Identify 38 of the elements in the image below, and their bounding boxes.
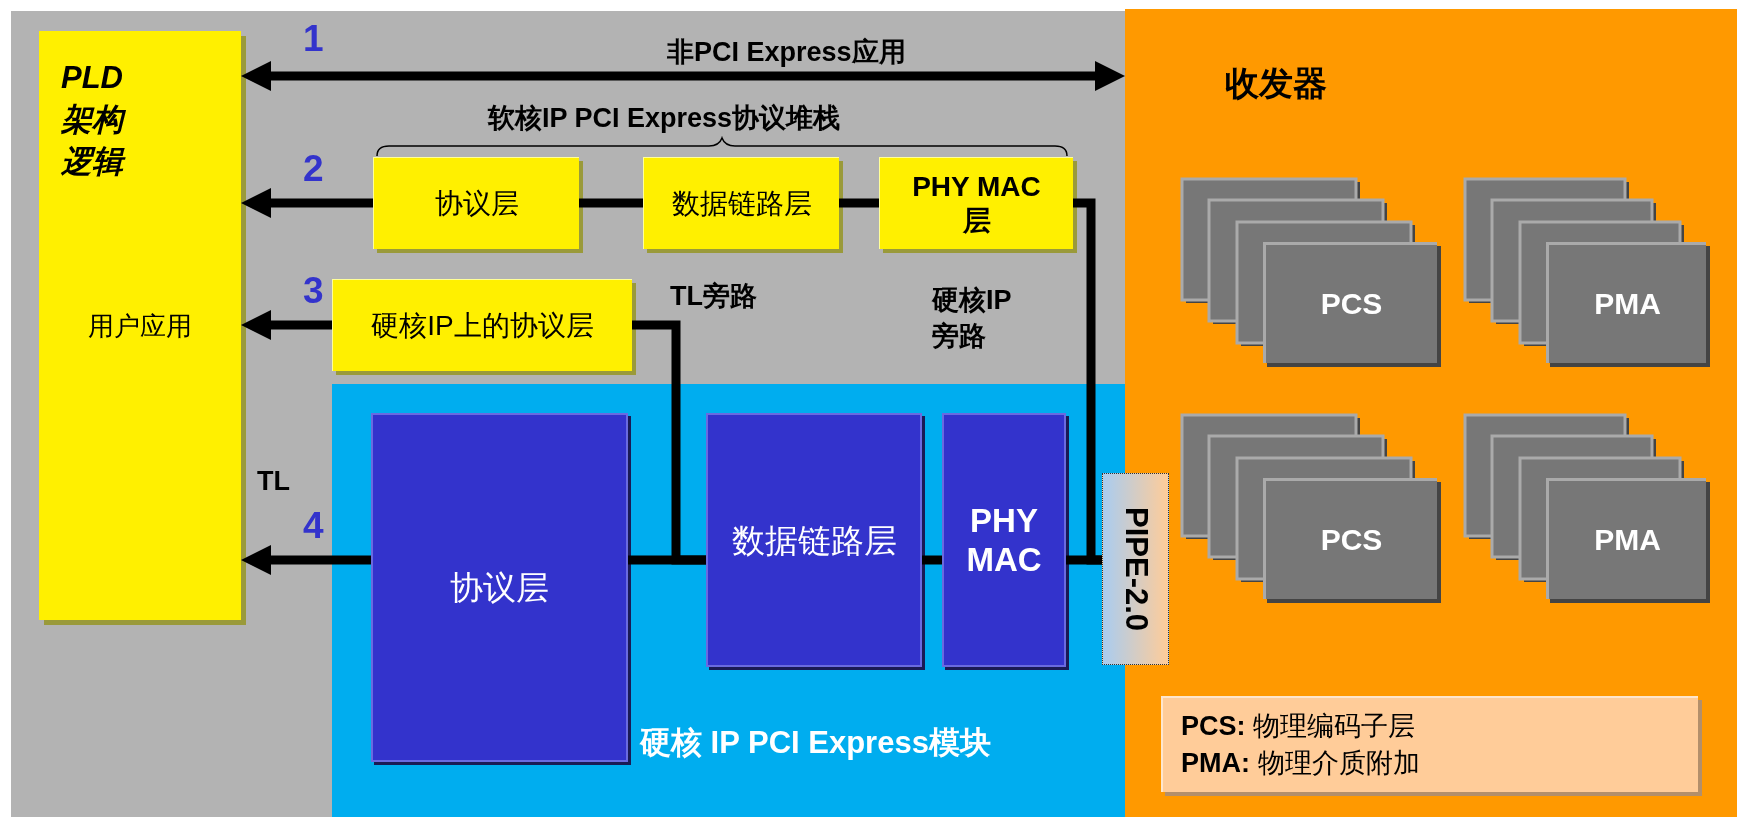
connector-line — [839, 198, 879, 208]
interface-label: PIPE-2.0 — [1117, 506, 1154, 632]
module-label: PCS — [1320, 286, 1383, 322]
layer-box — [371, 413, 628, 762]
arrow — [241, 310, 332, 340]
definition-text: PMA: 物理介质附加 — [1181, 747, 1420, 780]
connector-line — [1066, 555, 1102, 565]
layer-label: PHY MAC 层 — [911, 169, 1042, 238]
fabric-title: PLD 架构逻辑 — [61, 57, 137, 183]
stack-caption: 软核IP PCI Express协议堆栈 — [488, 102, 841, 135]
step-number: 1 — [303, 18, 324, 60]
step-number: 3 — [303, 270, 324, 312]
arrow — [241, 188, 373, 218]
definition-text: PCS: 物理编码子层 — [1181, 710, 1417, 743]
layer-label: 数据链路层 — [671, 186, 812, 221]
block-title: 硬核 IP PCI Express模块 — [640, 724, 991, 762]
arrow — [241, 545, 371, 575]
region-title: 收发器 — [1225, 63, 1327, 104]
hard-ip-block — [332, 384, 1125, 817]
layer-label: 硬核IP上的协议层 — [371, 308, 594, 343]
connector-line — [628, 555, 706, 565]
arrow — [241, 61, 1125, 91]
connector-line — [579, 198, 643, 208]
step-number: 4 — [303, 505, 324, 547]
step-number: 2 — [303, 148, 324, 190]
layer-box — [942, 413, 1066, 667]
interface-box — [1102, 473, 1169, 665]
layer-box — [706, 413, 922, 667]
layer-label: PHY MAC — [965, 501, 1043, 579]
connector-line — [922, 555, 942, 565]
layer-label: 协议层 — [450, 568, 549, 607]
transceiver-region — [1125, 9, 1737, 817]
layer-label: 数据链路层 — [731, 520, 897, 560]
module-label: PMA — [1594, 286, 1661, 322]
fabric-caption: 用户应用 — [87, 310, 193, 343]
module-label: PMA — [1594, 522, 1661, 558]
module-label: PCS — [1320, 522, 1383, 558]
layer-label: 协议层 — [434, 186, 519, 221]
